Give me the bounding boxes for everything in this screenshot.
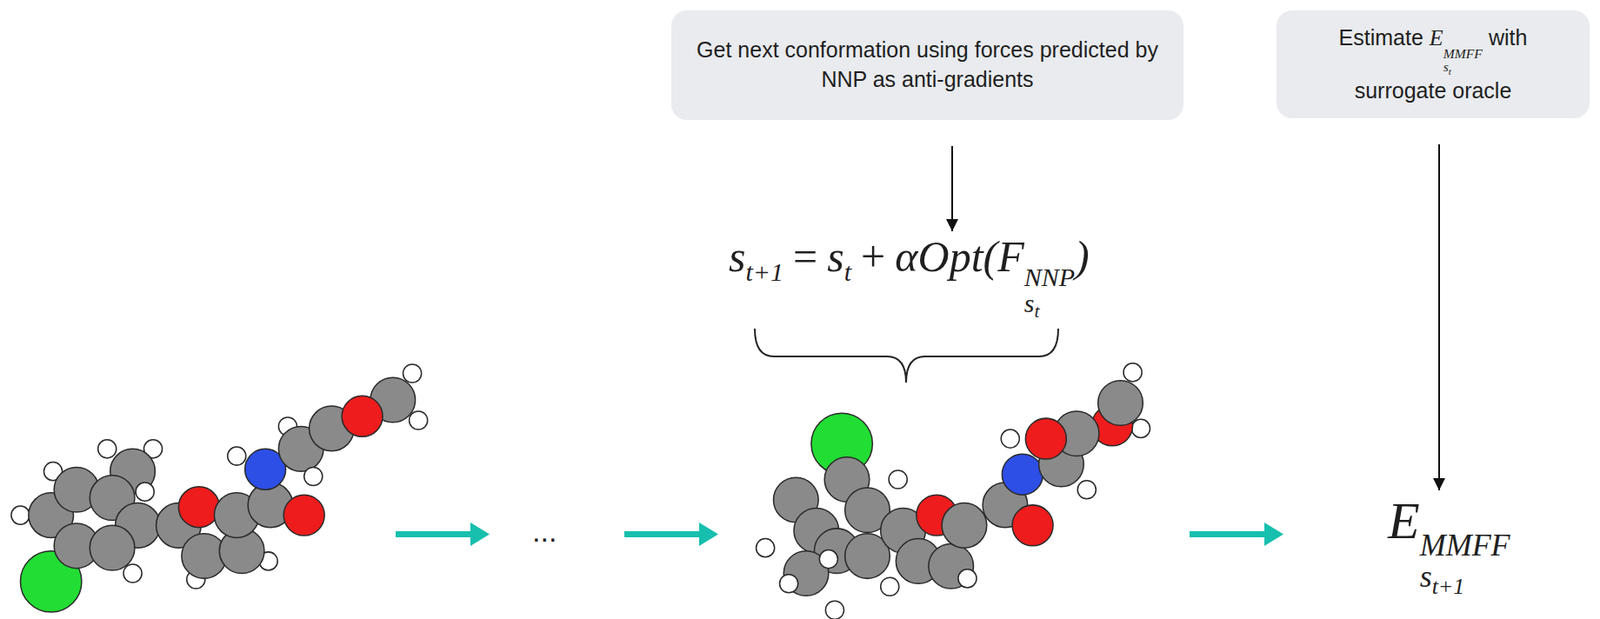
process-box: EstimateEMMFFstwith surrogate oracle (1276, 10, 1590, 119)
node-text: s (1420, 559, 1433, 594)
flow-arrow-shaft (1189, 531, 1268, 538)
formula: EMMFFst+1 (1387, 492, 1511, 598)
atom (283, 494, 325, 536)
atom (11, 506, 30, 525)
atom (1000, 429, 1020, 448)
atom (409, 411, 428, 430)
node-text: s (1443, 59, 1449, 74)
atom (98, 440, 117, 459)
flow-arrows (395, 522, 1284, 547)
superscript: MMFF (1420, 529, 1511, 561)
flow-arrow-head (699, 522, 719, 547)
atom (1077, 480, 1096, 500)
atom (89, 525, 135, 571)
curly-brace (754, 328, 1059, 383)
atom (825, 600, 844, 619)
node-text: E (1429, 25, 1444, 51)
flow-arrow-head (470, 522, 490, 547)
superscript: MMFF (1443, 46, 1483, 61)
superscript: NNP (1024, 264, 1075, 291)
node-text: E (1387, 492, 1420, 550)
node-text: t (1448, 66, 1452, 77)
molecule (756, 363, 1151, 619)
text-flow: Get next conformation using forces predi… (690, 35, 1165, 95)
atom (888, 470, 907, 489)
atom (135, 482, 154, 501)
node-text: ) (1074, 232, 1090, 281)
atom (227, 446, 247, 466)
atom (403, 364, 422, 383)
node-text: + (860, 232, 886, 281)
node-text: NNP (1024, 262, 1075, 292)
node-text: s (826, 232, 844, 281)
molecule (11, 364, 428, 613)
node-text: t+1 (1432, 573, 1466, 600)
atom (1123, 363, 1142, 382)
atom (819, 550, 838, 569)
flow-arrow-head (1264, 522, 1284, 547)
node-text: MMFF (1443, 46, 1483, 61)
node-text: t+1 (745, 257, 784, 287)
ellipsis-label: ... (532, 514, 557, 549)
formula: st+1=st+αOpt(FNNPst) (728, 233, 1090, 322)
arrow-connector (1438, 144, 1440, 491)
text-flow: EstimateEMMFFstwith surrogate oracle (1295, 22, 1571, 106)
node-text: αOpt( (894, 232, 998, 281)
node-text: t (844, 257, 852, 287)
node-text: F (997, 232, 1025, 281)
node-text: MMFF (1420, 527, 1511, 563)
node-text: = (793, 232, 818, 281)
node-text: s (728, 232, 746, 281)
atom (341, 395, 383, 437)
script-stack: NNPst (1024, 264, 1075, 322)
node-text: Get next conformation using forces predi… (696, 37, 1159, 92)
atom (304, 466, 323, 486)
atom (178, 486, 220, 528)
flow-arrow-shaft (624, 531, 703, 538)
atom (123, 564, 142, 583)
text-flow: st+1=st+αOpt(FNNPst) (728, 232, 1090, 281)
arrow-connector (951, 146, 954, 232)
node-text: t (1033, 300, 1040, 322)
subscript: st (1443, 60, 1483, 77)
atom (1025, 418, 1067, 460)
text-flow: EMMFFst+1 (1387, 492, 1511, 550)
subscript: st (1024, 290, 1075, 322)
atom (1098, 380, 1144, 427)
flow-arrow-shaft (395, 531, 474, 538)
node-text: Estimate (1339, 25, 1424, 50)
subscript: st+1 (1420, 560, 1511, 599)
node-text: s (1024, 288, 1035, 318)
atom (1131, 419, 1150, 438)
atom (1012, 505, 1054, 547)
process-box: Get next conformation using forces predi… (671, 10, 1184, 120)
atom (756, 539, 775, 558)
atom (941, 503, 987, 549)
atom (1001, 453, 1043, 495)
atom (780, 574, 799, 594)
script-stack: MMFFst+1 (1420, 529, 1511, 599)
atom (958, 569, 977, 588)
atom (880, 577, 900, 596)
molecule-group (11, 363, 1151, 619)
script-stack: MMFFst (1443, 46, 1483, 77)
